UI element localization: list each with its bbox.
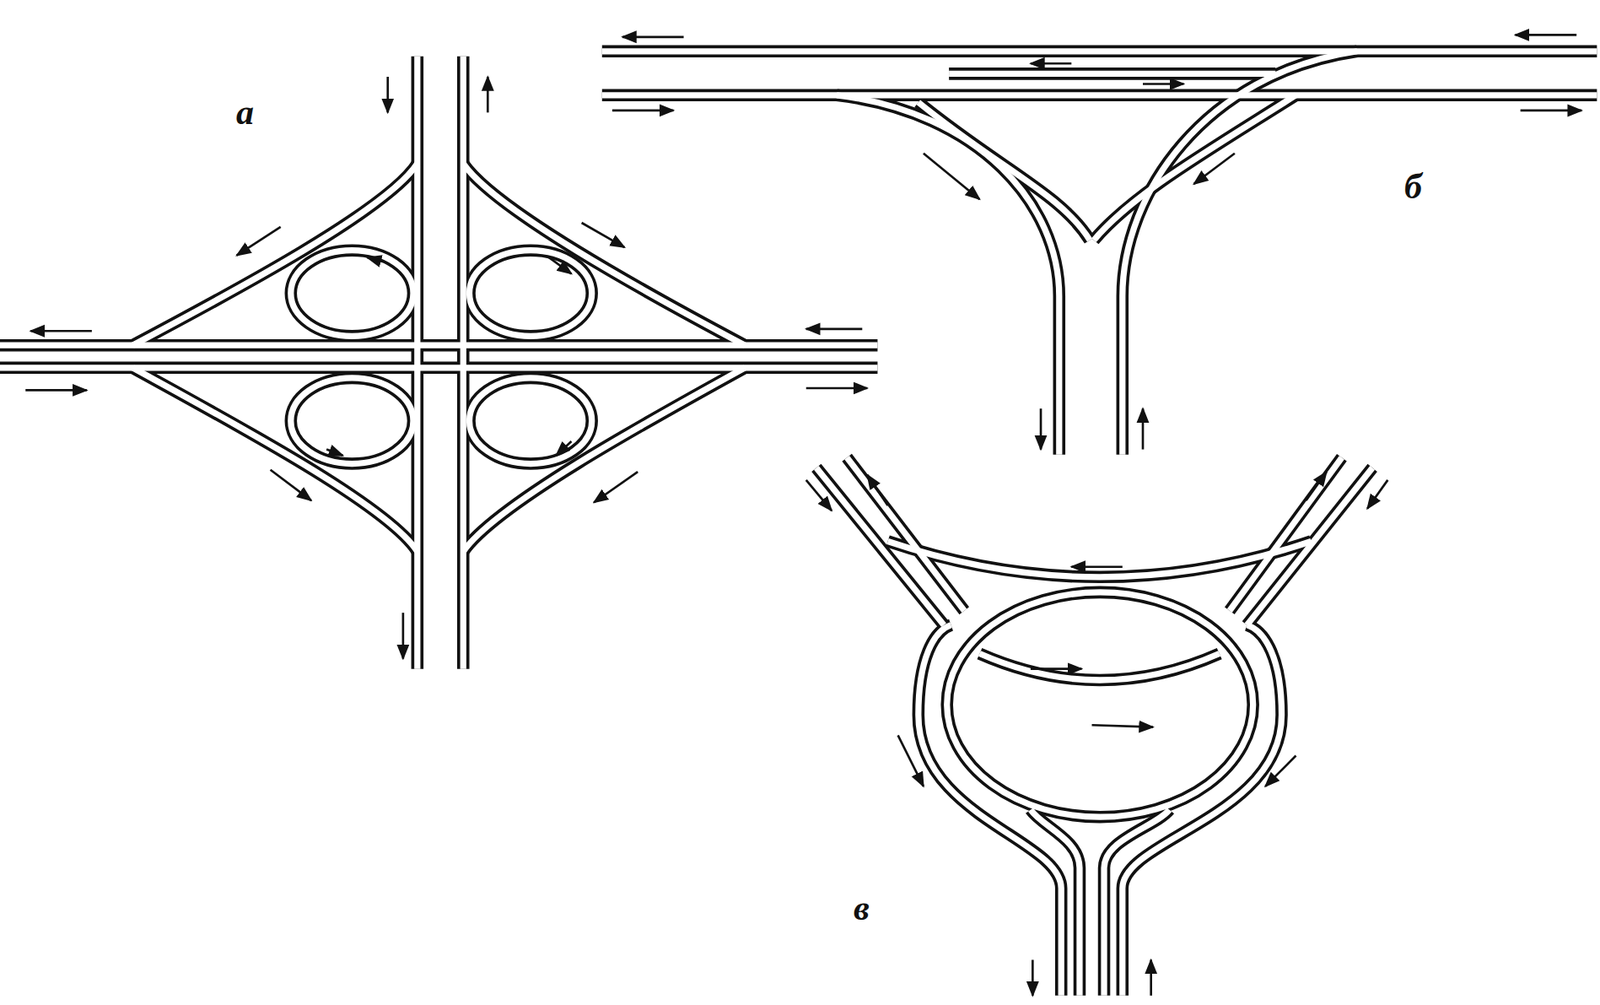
scheme-letter: в bbox=[853, 889, 870, 926]
scheme-letter: а bbox=[236, 94, 254, 130]
scheme-letter: б bbox=[1404, 168, 1423, 205]
